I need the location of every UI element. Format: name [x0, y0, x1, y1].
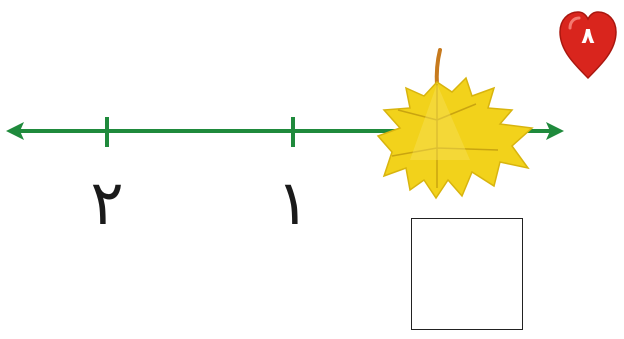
- tick-label-2: ٢: [90, 166, 124, 239]
- answer-box[interactable]: [411, 218, 523, 330]
- page-badge: ٨: [552, 0, 624, 84]
- left-arrow-icon: [6, 122, 24, 140]
- page-number: ٨: [581, 24, 595, 49]
- heart-icon: [559, 11, 617, 80]
- maple-leaf-icon: [376, 48, 534, 200]
- right-arrow-icon: [546, 122, 564, 140]
- tick-label-1: ١: [276, 166, 310, 239]
